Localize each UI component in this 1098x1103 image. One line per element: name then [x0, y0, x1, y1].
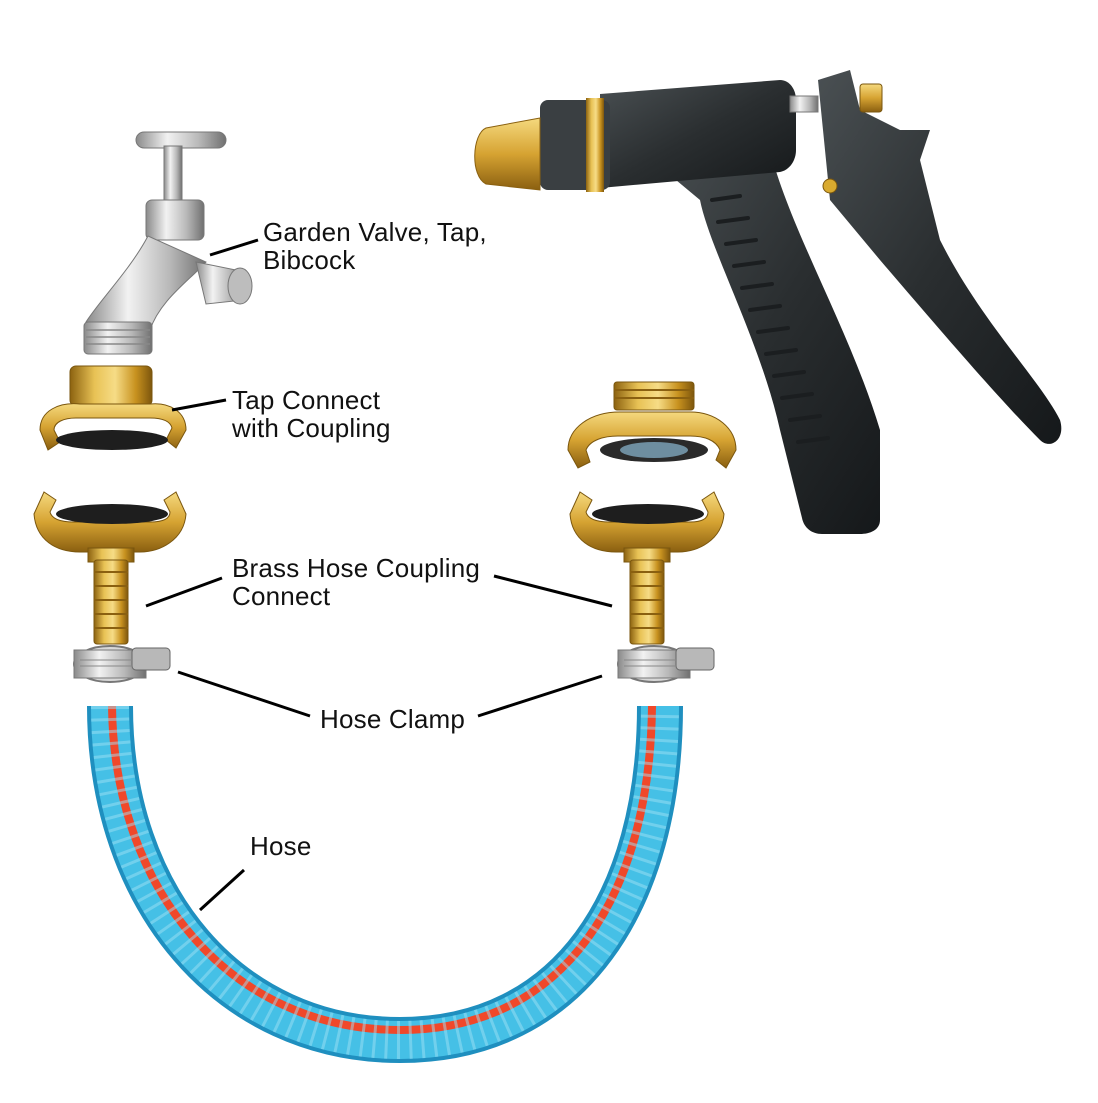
brass-coupling-label-line1: Brass Hose Coupling	[232, 553, 481, 583]
spray-gun-icon	[474, 70, 1062, 534]
leader-line	[145, 576, 223, 608]
hose-clamp-label: Hose Clamp	[320, 705, 465, 733]
coupling-icon	[33, 491, 187, 645]
leader-line	[171, 398, 227, 412]
brass-coupling-label: Brass Hose Coupling Connect	[232, 554, 480, 610]
garden-valve-label-line2: Bibcock	[263, 245, 356, 275]
brass-coupling-label-line2: Connect	[232, 581, 331, 611]
hose-clamp-icon	[617, 645, 715, 683]
hose-clamp-icon	[73, 645, 171, 683]
leader-line	[198, 868, 246, 912]
leader-line	[177, 670, 311, 718]
garden-valve-label-line1: Garden Valve, Tap,	[263, 217, 487, 247]
tap-connect-label-line1: Tap Connect	[232, 385, 381, 415]
hose-icon	[87, 705, 683, 1064]
coupling-icon	[569, 491, 725, 645]
leader-line	[209, 238, 259, 257]
tap-connect-label: Tap Connect with Coupling	[232, 386, 391, 442]
garden-valve-label: Garden Valve, Tap, Bibcock	[263, 218, 487, 274]
coupling-icon	[567, 381, 737, 469]
hose-label-text: Hose	[250, 831, 312, 861]
coupling-icon	[39, 365, 187, 451]
tap-connect-label-line2: with Coupling	[232, 413, 391, 443]
tap-icon	[83, 131, 253, 355]
hose-clamp-label-text: Hose Clamp	[320, 704, 466, 734]
leader-line	[477, 674, 603, 718]
hose-label: Hose	[250, 832, 312, 860]
leader-line	[493, 574, 613, 608]
